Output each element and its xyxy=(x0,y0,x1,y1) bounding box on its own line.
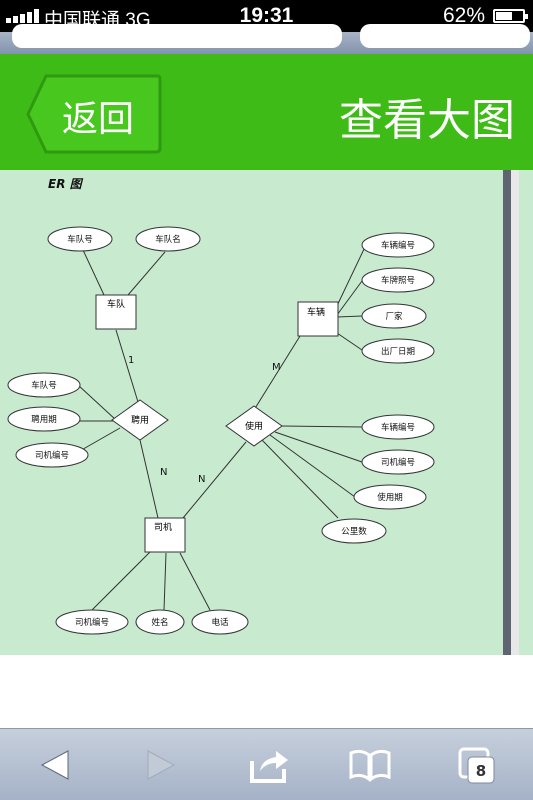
attr-hire-period: 聘用期 xyxy=(31,414,57,425)
attr-driver-name: 姓名 xyxy=(151,617,168,628)
attr-driver-no: 司机编号 xyxy=(75,617,109,628)
attr-use-vehicle-no: 车辆编号 xyxy=(381,422,415,433)
share-icon[interactable] xyxy=(244,743,294,787)
address-field-edge[interactable] xyxy=(12,24,342,48)
attr-driver-phone: 电话 xyxy=(211,617,229,628)
diagram-connectors xyxy=(77,246,366,611)
card-vehicle-use: M xyxy=(272,362,281,373)
back-button-shape xyxy=(26,74,162,154)
attr-manufacture-date: 出厂日期 xyxy=(381,346,415,357)
attr-hire-fleet-no: 车队号 xyxy=(31,380,57,391)
entity-driver xyxy=(144,517,186,553)
attr-hire-driver-no: 司机编号 xyxy=(35,450,69,461)
tab-count: 8 xyxy=(476,762,486,780)
browser-toolbar: 8 xyxy=(0,728,533,800)
back-button-label: 返回 xyxy=(62,99,135,140)
entity-vehicle xyxy=(297,301,339,337)
attr-vehicle-no: 车辆编号 xyxy=(381,240,415,251)
card-fleet-hire: 1 xyxy=(128,355,134,366)
search-field-edge[interactable] xyxy=(360,24,530,48)
browser-address-strip xyxy=(0,24,533,54)
entity-vehicle-label: 车辆 xyxy=(307,306,325,318)
attr-fleet-no: 车队号 xyxy=(67,234,93,245)
entity-fleet xyxy=(95,294,137,330)
attribute-ovals xyxy=(7,226,435,635)
battery-percent: 62% xyxy=(442,4,485,27)
attr-use-period: 使用期 xyxy=(377,492,403,503)
diagram-title: ER 图 xyxy=(48,177,84,191)
relationship-use-label: 使用 xyxy=(245,420,263,432)
relationship-use xyxy=(225,405,283,447)
page-title: 查看大图 xyxy=(339,95,515,146)
scrollbar[interactable] xyxy=(503,170,511,655)
attribute-labels: 车队号 车队名 车辆编号 车牌照号 厂家 出厂日期 车队号 聘用期 司机编号 车… xyxy=(31,234,415,628)
attr-plate-no: 车牌照号 xyxy=(381,275,415,286)
back-button[interactable]: 返回 xyxy=(26,74,162,154)
er-diagram: ER 图 车队 车辆 司机 聘用 使用 xyxy=(7,177,435,635)
battery-icon xyxy=(493,9,528,23)
relationship-hire xyxy=(111,399,169,441)
attr-maker: 厂家 xyxy=(385,311,403,322)
status-time: 19:31 xyxy=(239,4,294,27)
relationship-hire-label: 聘用 xyxy=(131,414,149,426)
page-header: 返回 查看大图 xyxy=(0,54,533,170)
signal-strength-icon xyxy=(6,9,40,23)
er-diagram-image[interactable]: ER 图 车队 车辆 司机 聘用 使用 xyxy=(0,170,533,655)
forward-arrow-icon[interactable] xyxy=(136,743,186,787)
book-icon[interactable] xyxy=(345,743,395,787)
card-driver-use: N xyxy=(198,474,205,485)
card-hire-driver: N xyxy=(160,467,167,478)
battery-fill xyxy=(496,12,512,20)
cardinality-labels: 1 N N M xyxy=(128,355,281,485)
attr-mileage: 公里数 xyxy=(341,526,367,537)
entity-driver-label: 司机 xyxy=(154,521,172,533)
back-arrow-icon[interactable] xyxy=(30,743,80,787)
entity-fleet-label: 车队 xyxy=(107,298,125,310)
attr-use-driver-no: 司机编号 xyxy=(381,457,415,468)
tabs-icon[interactable]: 8 xyxy=(454,743,504,787)
scrollbar-track xyxy=(511,170,519,655)
attr-fleet-name: 车队名 xyxy=(155,234,181,245)
